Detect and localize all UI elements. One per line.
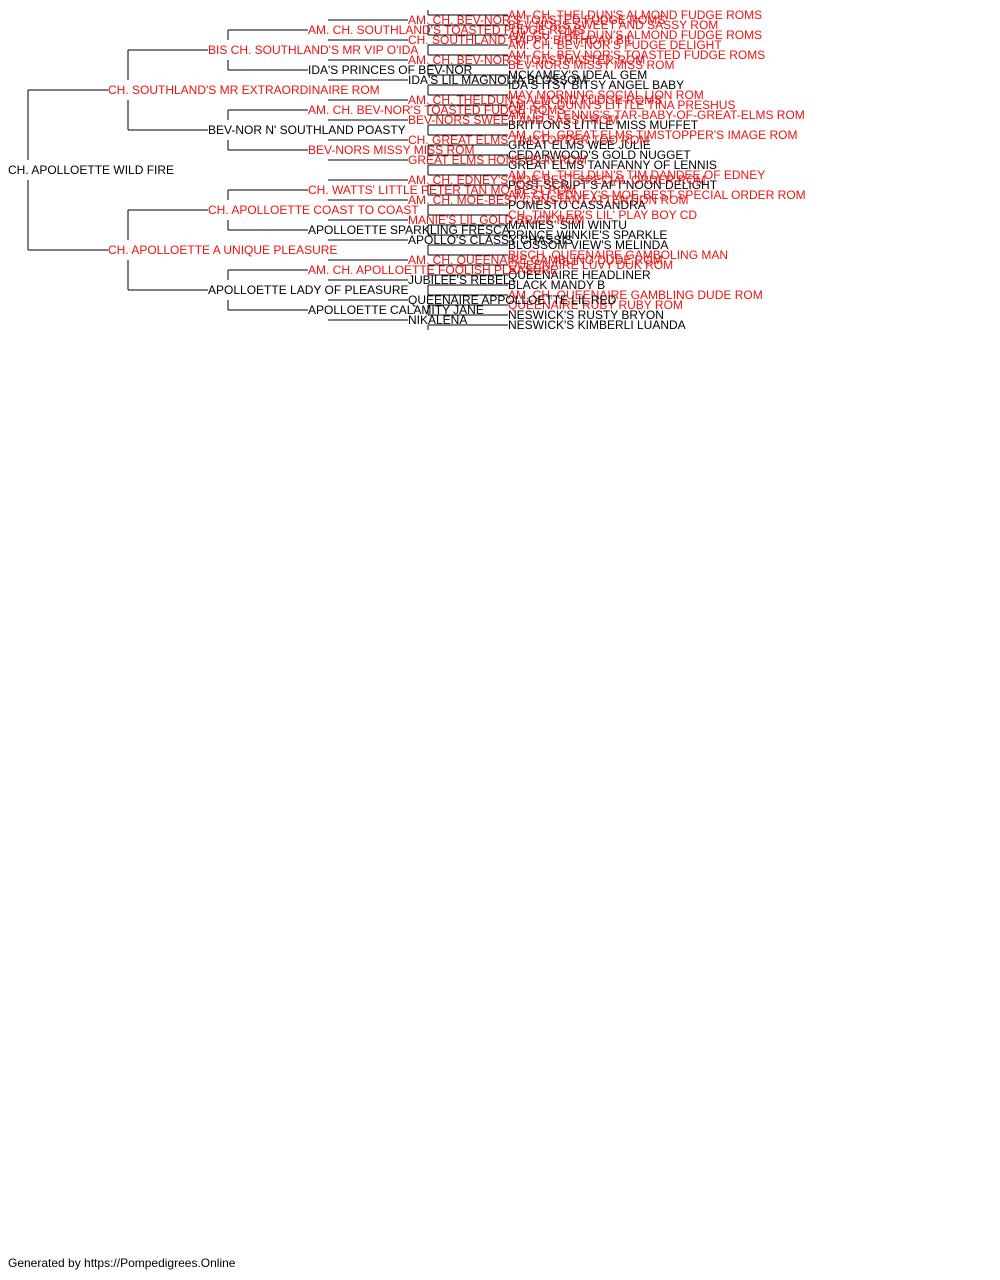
pedigree-entry-gen5: QUEENAIRE LUVY DUK ROM bbox=[508, 258, 673, 272]
pedigree-entry-gen3: APOLLOETTE SPARKLING FRESCA bbox=[308, 223, 510, 237]
pedigree-entry-gen5: AM. CH. EDNEY'S MOE-BEST SPECIAL ORDER R… bbox=[508, 188, 806, 202]
pedigree-entry-gen5: AM. CH. QUEENAIRE GAMBLING DUDE ROM bbox=[508, 288, 763, 302]
pedigree-entry-gen5: QUEENAIRE HEADLINER bbox=[508, 268, 651, 282]
pedigree-entry-gen5: POST SCRIPT'S AFT'NOON DELIGHT bbox=[508, 178, 718, 192]
pedigree-entry-gen5: CEDARWOOD'S GOLD NUGGET bbox=[508, 148, 691, 162]
pedigree-entry-gen5: POMESTO CASSANDRA bbox=[508, 198, 646, 212]
pedigree-entry-gen1: CH. SOUTHLAND'S MR EXTRAORDINAIRE ROM bbox=[108, 83, 380, 97]
pedigree-entry-gen5: PRINCE WINKIE'S SPARKLE bbox=[508, 228, 667, 242]
pedigree-entry-gen4: CH. SOUTHLAND HAPPY BIRTHDAY BIL bbox=[408, 33, 634, 47]
pedigree-entry-gen5: CH. TINKLER'S LIL' PLAY BOY CD bbox=[508, 208, 697, 222]
pedigree-entry-gen4: AM. CH. EDNEY'S MOE-BEST SPECIAL ORDER R… bbox=[408, 173, 706, 187]
pedigree-entry-gen5: AM. CH. DUNN'S LITTLE TINA PRESHUS bbox=[508, 98, 735, 112]
pedigree-entry-gen5: MCKAMEY'S IDEAL GEM bbox=[508, 68, 647, 82]
pedigree-entry-gen4: AM. CH. QUEENAIRE GAMBLING DUDE ROM bbox=[408, 253, 663, 267]
pedigree-entry-gen5: BRITTON'S LITTLE MISS MUFFET bbox=[508, 118, 699, 132]
pedigree-entry-gen4: MANIE'S LIL GOLD BRICK ROM bbox=[408, 213, 585, 227]
pedigree-entry-gen5: QUEENAIRE RUBY RUBY ROM bbox=[508, 298, 683, 312]
pedigree-entry-gen4: AM. CH. THELDUN'S ALMOND FUDGE ROMS bbox=[408, 93, 662, 107]
pedigree-entry-gen3: BEV-NORS MISSY MISS ROM bbox=[308, 143, 474, 157]
pedigree-entry-gen4: APOLLO'S CLASSY CHASSIS bbox=[408, 233, 573, 247]
pedigree-entry-gen5: AM. CH. BEV-NOR'S TOASTED FUDGE ROMS bbox=[508, 48, 765, 62]
pedigree-entry-gen0: CH. APOLLOETTE WILD FIRE bbox=[8, 163, 174, 177]
pedigree-entry-gen3: APOLLOETTE CALAMITY JANE bbox=[308, 303, 484, 317]
pedigree-entry-gen5: GREAT ELMS TANFANNY OF LENNIS bbox=[508, 158, 717, 172]
pedigree-entry-gen4: QUEENAIRE APPOLLOETTE LIL RED bbox=[408, 293, 617, 307]
pedigree-entry-gen5: BISCH. QUEENAIRE GAMBOLING MAN bbox=[508, 248, 728, 262]
pedigree-entry-gen5: BEV-NORS SWEET AND SASSY ROM bbox=[508, 18, 718, 32]
pedigree-entry-gen5: AM. CH. THELDUN'S TIM DANDEE OF EDNEY bbox=[508, 168, 765, 182]
pedigree-entry-gen5: BEV-NORS MISSY MISS ROM bbox=[508, 58, 674, 72]
pedigree-entry-gen5: IDA'S ITSY BITSY ANGEL BABY bbox=[508, 78, 684, 92]
pedigree-entry-gen5: BLOSSOM VIEW'S MELINDA bbox=[508, 238, 668, 252]
pedigree-entry-gen4: AM. CH. MOE-BEST CONSTANT ATTENTION ROM bbox=[408, 193, 688, 207]
pedigree-entry-gen5: NESWICK'S KIMBERLI LUANDA bbox=[508, 318, 686, 332]
pedigree-entry-gen5: AM. CH. BEV-NOR'S FUDGE DELIGHT bbox=[508, 38, 722, 52]
pedigree-entry-gen2: BIS CH. SOUTHLAND'S MR VIP O'IDA bbox=[208, 43, 418, 57]
pedigree-entry-gen4: AM. CH. BEV-NOR'S TOASTED FUDGE ROMS bbox=[408, 13, 665, 27]
pedigree-entry-gen5: BLACK MANDY B bbox=[508, 278, 605, 292]
pedigree-entry-gen4: NIKALENA bbox=[408, 313, 467, 327]
footer-credit: Generated by https://Pompedigrees.Online bbox=[8, 1256, 236, 1270]
pedigree-entry-gen4: AM. CH. BEV-NOR'S TOASTMASTER ROM bbox=[408, 53, 645, 67]
pedigree-entry-gen3: AM. CH. SOUTHLAND'S TOASTED FUDGE ROMS bbox=[308, 23, 585, 37]
pedigree-entry-gen5: AM. CH. LENNIS'S-TAR-BABY-OF-GREAT-ELMS … bbox=[508, 108, 805, 122]
pedigree-entry-gen3: AM. CH. BEV-NOR'S TOASTED FUDGE ROMS bbox=[308, 103, 565, 117]
pedigree-entry-gen5: MANIES' SIMI WINTU bbox=[508, 218, 627, 232]
pedigree-entry-gen3: AM. CH. APOLLOETTE FOOLISH PLEASURE bbox=[308, 263, 558, 277]
pedigree-entry-gen4: GREAT ELMS HONEYBUN ROM bbox=[408, 153, 587, 167]
pedigree-entry-gen5: MAY MORNING SOCIAL LION ROM bbox=[508, 88, 704, 102]
pedigree-entry-gen4: BEV-NORS SWEET AND SASSY ROM bbox=[408, 113, 618, 127]
pedigree-entry-gen5: AM. CH. THELDUN'S ALMOND FUDGE ROMS bbox=[508, 28, 762, 42]
pedigree-entry-gen4: JUBILEE'S REBEL bbox=[408, 273, 510, 287]
pedigree-entry-gen5: GREAT ELMS WEE JULIE bbox=[508, 138, 651, 152]
pedigree-entry-gen2: BEV-NOR N' SOUTHLAND POASTY bbox=[208, 123, 406, 137]
pedigree-entry-gen5: NESWICK'S RUSTY BRYON bbox=[508, 308, 664, 322]
pedigree-entry-gen1: CH. APOLLOETTE A UNIQUE PLEASURE bbox=[108, 243, 337, 257]
pedigree-entry-gen2: CH. APOLLOETTE COAST TO COAST bbox=[208, 203, 419, 217]
pedigree-entry-gen3: IDA'S PRINCES OF BEV-NOR bbox=[308, 63, 473, 77]
pedigree-entry-gen2: APOLLOETTE LADY OF PLEASURE bbox=[208, 283, 409, 297]
pedigree-entry-gen3: CH. WATTS' LITTLE PETER TAN MO-BEST ROM bbox=[308, 183, 576, 197]
pedigree-entry-gen5: AM. CH. THELDUN'S ALMOND FUDGE ROMS bbox=[508, 8, 762, 22]
pedigree-entry-gen4: CH. GREAT ELMS TIMSTOPPER TOO ROM bbox=[408, 133, 649, 147]
pedigree-entry-gen4: IDA'S LIL MAGNOLIA BLOSSOM bbox=[408, 73, 587, 87]
pedigree-entry-gen5: AM. CH. GREAT ELMS TIMSTOPPER'S IMAGE RO… bbox=[508, 128, 797, 142]
